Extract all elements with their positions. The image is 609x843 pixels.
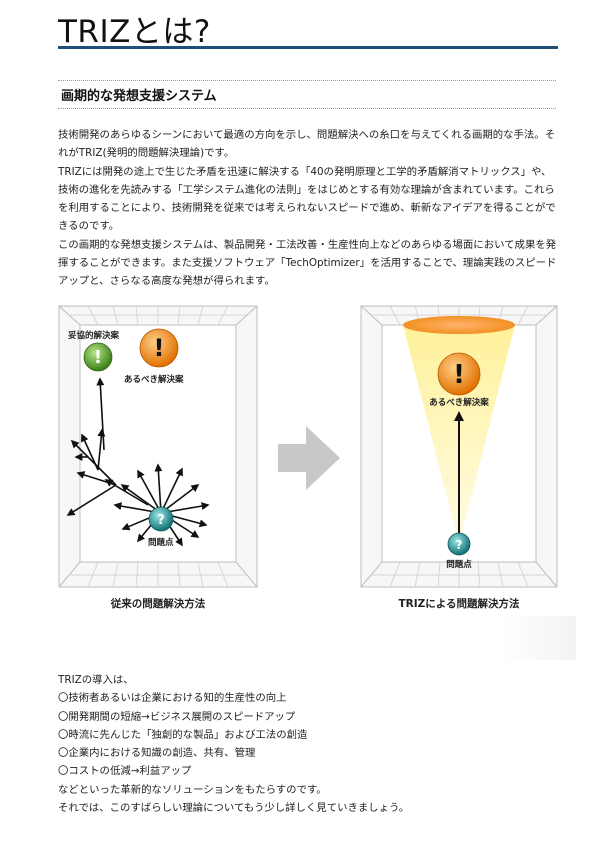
problem-label: 問題点 (446, 559, 472, 570)
triz-method-caption: TRIZによる問題解決方法 (398, 598, 520, 610)
triz-method-diagram: ! あるべき解決案 ? 問題点 (360, 305, 558, 588)
section-header: 画期的な発想支援システム (58, 80, 556, 109)
svg-text:!: ! (94, 347, 102, 368)
conventional-method-caption: 従来の問題解決方法 (110, 598, 206, 610)
ideal-solution-icon: ! (139, 328, 179, 368)
list-item: 〇コストの低減→利益アップ (58, 765, 192, 778)
ideal-solution-icon: ! (437, 352, 481, 396)
svg-text:!: ! (453, 360, 465, 390)
transition-arrow-icon (278, 426, 340, 490)
intro-text: 技術開発のあらゆるシーンにおいて最適の方向を示し、問題解決への糸口を与えてくれる… (58, 126, 558, 291)
svg-text:?: ? (157, 513, 165, 528)
compromise-solution-label: 妥協的解決案 (68, 330, 120, 341)
svg-text:?: ? (456, 538, 463, 552)
page-title: TRIZとは? (58, 14, 211, 50)
svg-text:!: ! (154, 334, 165, 362)
problem-icon: ? (447, 532, 471, 556)
list-item: それでは、このすばらしい理論についてもう少し詳しく見ていきましょう。 (58, 802, 410, 815)
decorative-fade (500, 616, 576, 660)
intro-paragraph-2: TRIZには開発の途上で生じた矛盾を迅速に解決する「40の発明原理と工学的矛盾解… (58, 165, 556, 233)
title-divider (58, 46, 558, 49)
intro-paragraph-1: 技術開発のあらゆるシーンにおいて最適の方向を示し、問題解決への糸口を与えてくれる… (58, 129, 556, 160)
compromise-solution-icon: ! (83, 342, 113, 372)
target-ellipse (403, 316, 515, 334)
problem-label: 問題点 (148, 537, 174, 548)
list-item: などといった革新的なソリューションをもたらすのです。 (58, 783, 327, 796)
list-item: TRIZの導入は、 (58, 674, 134, 686)
list-item: 〇開発期間の短縮→ビジネス展開のスピードアップ (58, 710, 296, 723)
intro-paragraph-3: この画期的な発想支援システムは、製品開発・工法改善・生産性向上などのあらゆる場面… (58, 238, 557, 288)
section-heading: 画期的な発想支援システム (61, 89, 217, 104)
conventional-method-diagram: 妥協的解決案 ! ! あるべき解決案 ? 問題点 (58, 305, 258, 588)
list-item: 〇技術者あるいは企業における知的生産性の向上 (58, 692, 287, 705)
benefits-list: TRIZの導入は、 〇技術者あるいは企業における知的生産性の向上 〇開発期間の短… (58, 671, 558, 817)
problem-icon: ? (148, 506, 174, 532)
list-item: 〇企業内における知識の創造、共有、管理 (58, 747, 256, 760)
ideal-solution-label: あるべき解決案 (124, 374, 184, 385)
ideal-solution-label: あるべき解決案 (429, 397, 489, 408)
list-item: 〇時流に先んじた「独創的な製品」および工法の創造 (58, 728, 308, 741)
